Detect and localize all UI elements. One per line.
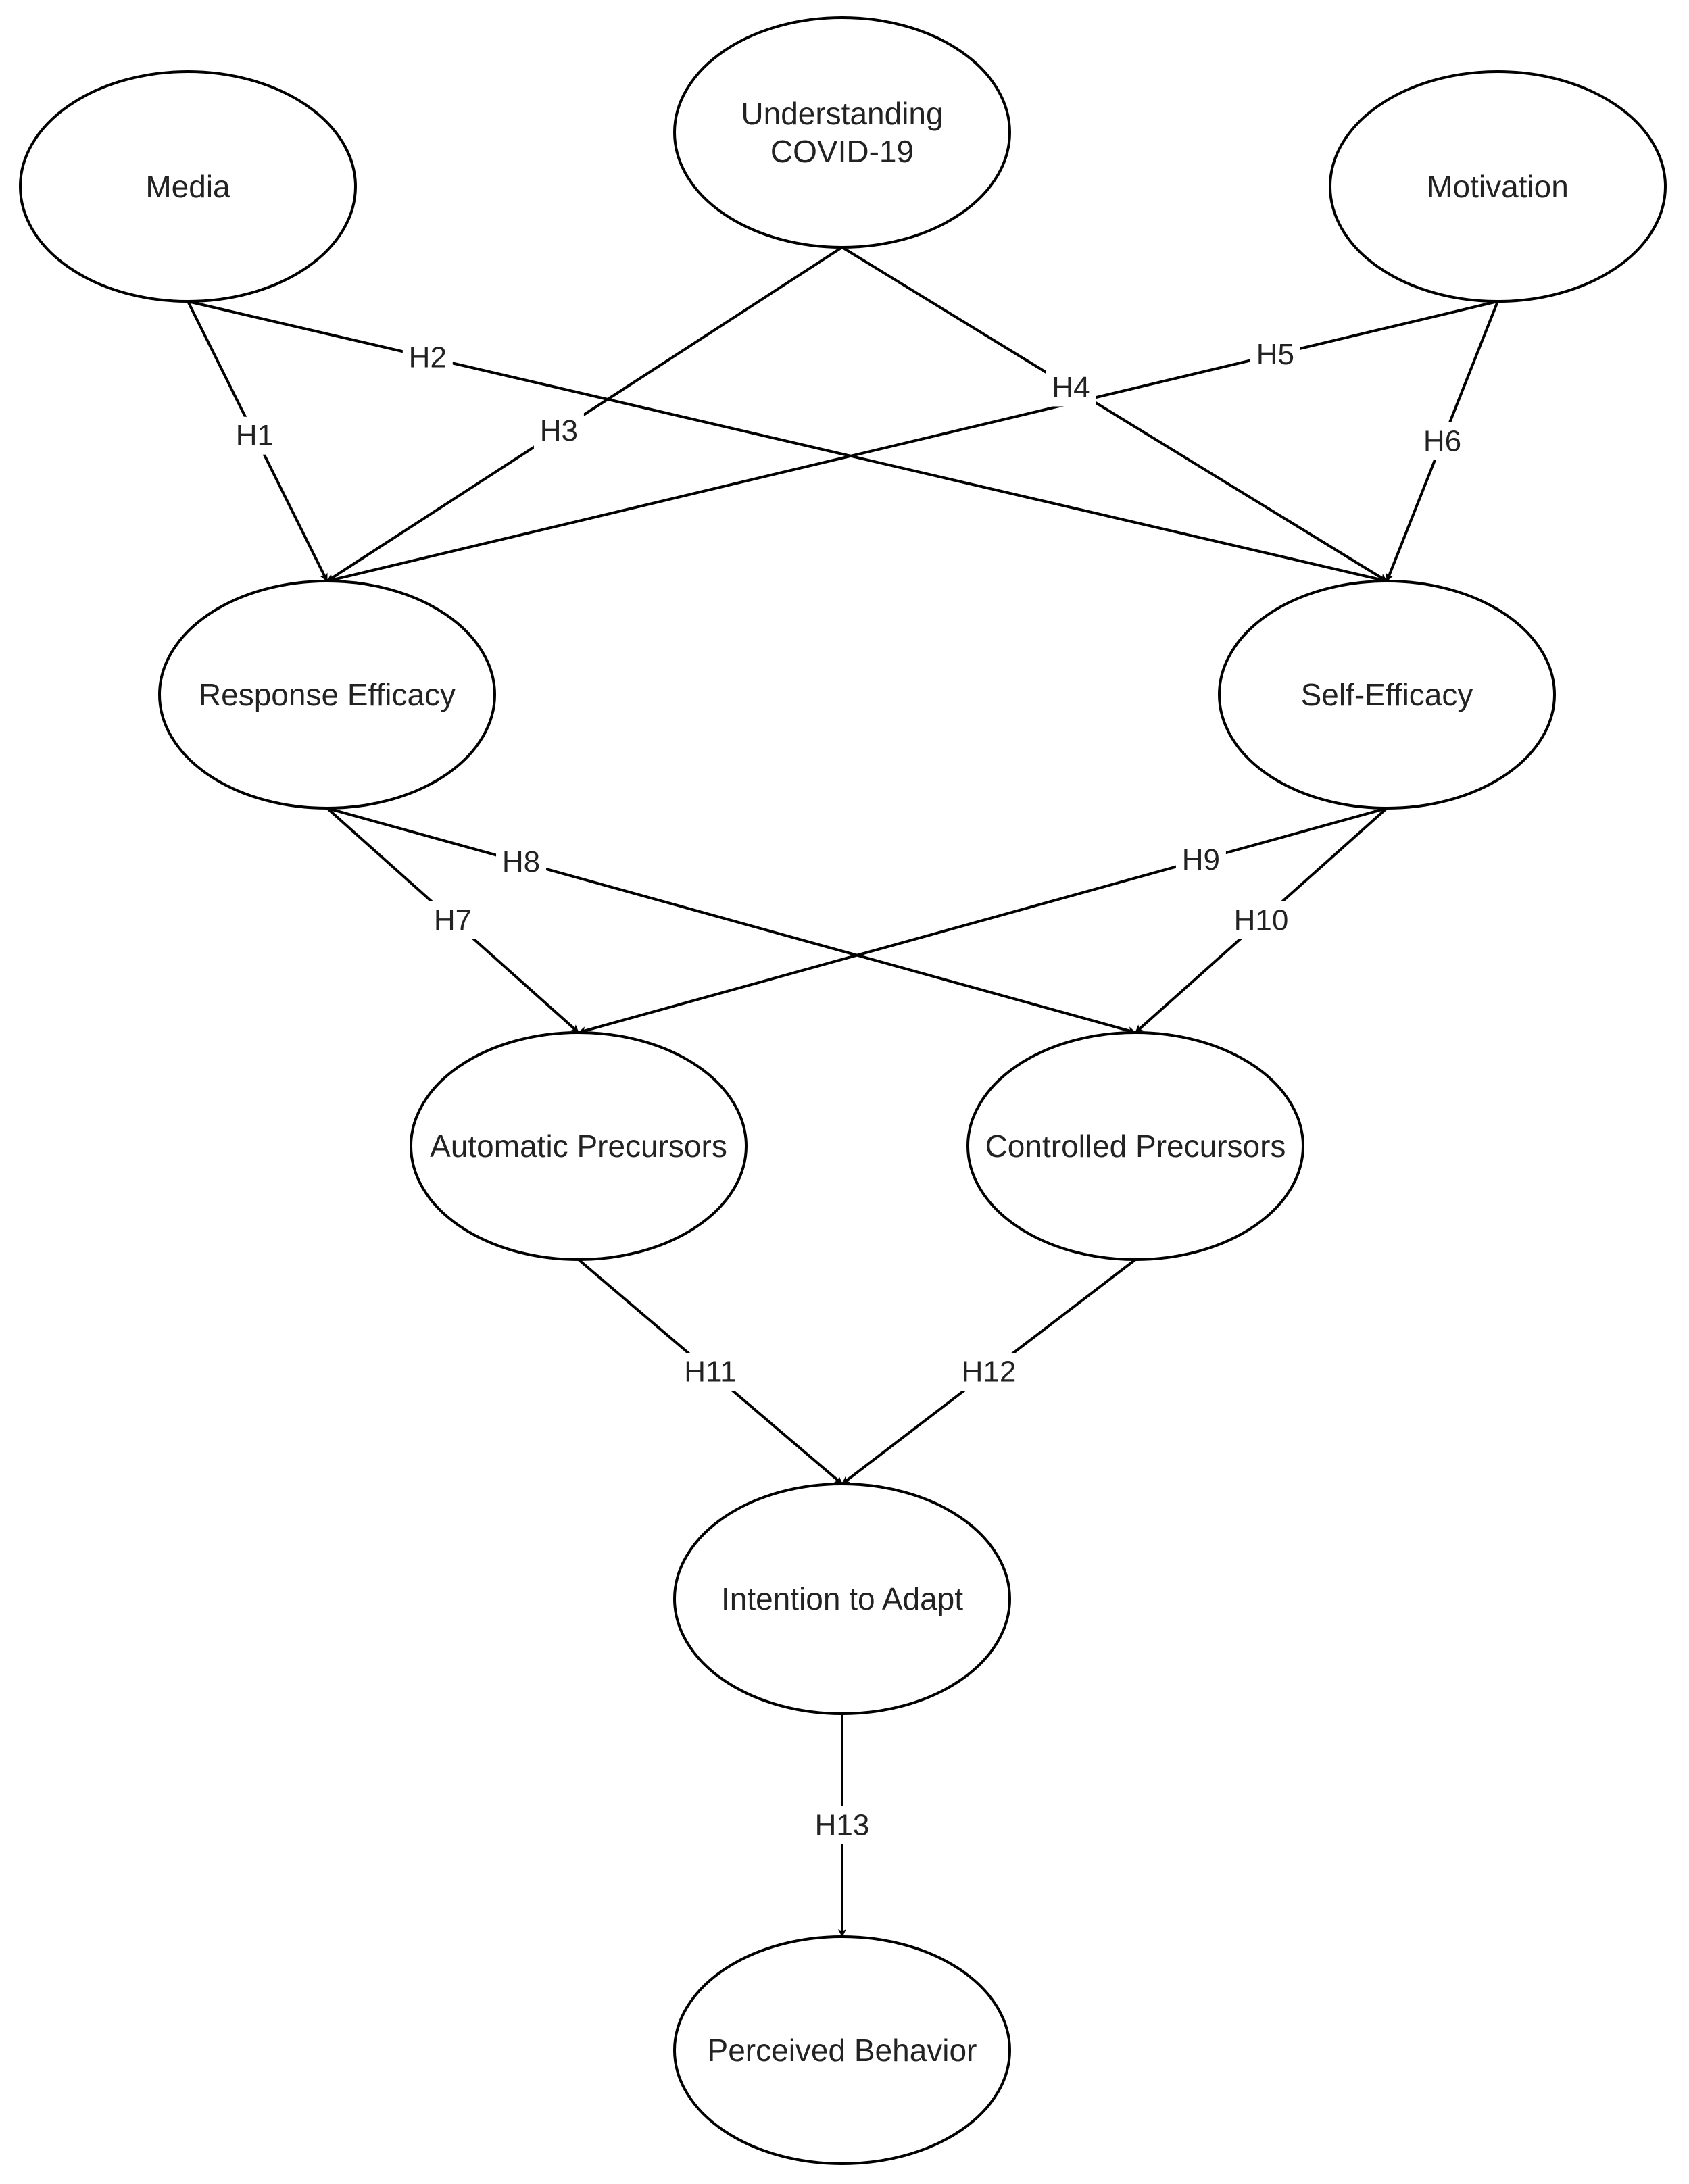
edge-h2 <box>187 300 1388 584</box>
node-label: Controlled Precursors <box>985 1128 1286 1164</box>
edge-label-h11: H11 <box>677 1353 744 1391</box>
node-ellipse <box>673 1935 1011 2165</box>
edge-label-h1: H1 <box>229 416 280 455</box>
node-label: Perceived Behavior <box>708 2033 977 2068</box>
node-ellipse <box>410 1031 748 1261</box>
node-automatic-precursors: Automatic Precursors <box>410 1031 748 1261</box>
node-perceived-behavior: Perceived Behavior <box>673 1935 1011 2165</box>
node-ellipse <box>673 16 1011 249</box>
edge-label-h10: H10 <box>1227 901 1295 939</box>
edge-label-background <box>808 1806 876 1844</box>
edge-label-background <box>1046 368 1096 407</box>
node-ellipse <box>966 1031 1304 1261</box>
edge-label-text: H7 <box>434 904 472 937</box>
edge-label-text: H5 <box>1256 338 1294 371</box>
node-intention: Intention to Adapt <box>673 1483 1011 1715</box>
node-ellipse <box>1329 70 1667 303</box>
edge-label-text: H4 <box>1052 371 1090 404</box>
node-ellipse <box>1218 580 1556 810</box>
edge-label-text: H3 <box>540 414 578 447</box>
edge-label-h5: H5 <box>1250 335 1300 374</box>
edge-label-background <box>402 338 453 376</box>
node-ellipse <box>158 580 496 810</box>
edge-label-h6: H6 <box>1417 422 1467 460</box>
edge-label-text: H8 <box>502 845 540 878</box>
edge-label-background <box>229 416 280 455</box>
node-motivation: Motivation <box>1329 70 1667 303</box>
edge-label-text: H2 <box>409 341 447 374</box>
edge-label-background <box>955 1353 1023 1391</box>
edge-label-h3: H3 <box>533 412 584 450</box>
edge-label-h8: H8 <box>496 843 547 881</box>
edge-label-background <box>533 412 584 450</box>
edge-label-background <box>428 901 478 939</box>
edge-label-h7: H7 <box>428 901 478 939</box>
edge-label-background <box>1417 422 1467 460</box>
node-controlled-precursors: Controlled Precursors <box>966 1031 1304 1261</box>
node-label: COVID-19 <box>770 134 914 169</box>
edge-label-text: H10 <box>1234 904 1289 937</box>
node-label: Understanding <box>741 96 943 131</box>
edge-label-background <box>1250 335 1300 374</box>
node-ellipse <box>19 70 357 303</box>
edge-h3 <box>326 246 843 582</box>
nodes-layer: Media UnderstandingCOVID-19MotivationResp… <box>19 16 1667 2165</box>
node-label: Self-Efficacy <box>1301 677 1473 712</box>
edge-h4 <box>841 246 1388 582</box>
node-self-efficacy: Self-Efficacy <box>1218 580 1556 810</box>
edge-label-text: H11 <box>684 1356 736 1389</box>
edge-label-h2: H2 <box>402 338 453 376</box>
node-label: Motivation <box>1427 169 1569 204</box>
edge-h9 <box>578 807 1388 1035</box>
node-label: Intention to Adapt <box>721 1581 963 1616</box>
edge-label-h12: H12 <box>955 1353 1023 1391</box>
edge-label-background <box>496 843 547 881</box>
edge-label-h13: H13 <box>808 1806 876 1844</box>
node-label: Automatic Precursors <box>430 1128 727 1164</box>
edge-h8 <box>326 807 1136 1035</box>
edge-label-text: H6 <box>1423 425 1461 458</box>
node-label: Response Efficacy <box>199 677 456 712</box>
node-response-efficacy: Response Efficacy <box>158 580 496 810</box>
node-ellipse <box>673 1483 1011 1715</box>
edge-label-text: H12 <box>962 1356 1017 1389</box>
edge-label-background <box>1175 841 1226 879</box>
edge-label-text: H1 <box>236 419 274 452</box>
node-media: Media <box>19 70 357 303</box>
edge-label-h4: H4 <box>1046 368 1096 407</box>
node-label: Media <box>145 169 230 204</box>
edge-label-background <box>677 1353 744 1391</box>
edge-label-text: H13 <box>815 1809 870 1842</box>
edge-label-text: H9 <box>1182 843 1220 876</box>
edge-label-background <box>1227 901 1295 939</box>
edge-label-h9: H9 <box>1175 841 1226 879</box>
edge-h5 <box>326 300 1498 584</box>
